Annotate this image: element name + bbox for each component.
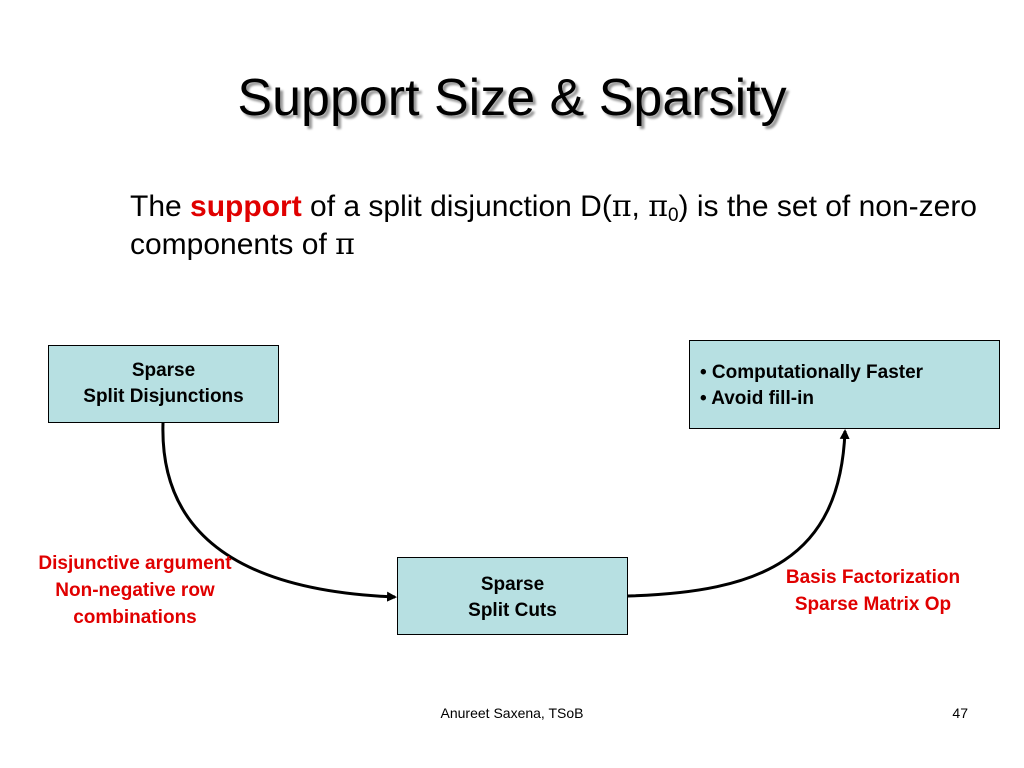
box-sparse-split-cuts: Sparse Split Cuts (397, 557, 628, 635)
label-basis-factorization: Basis Factorization Sparse Matrix Op (758, 564, 988, 618)
box-sparse-split-disjunctions-line2: Split Disjunctions (83, 386, 244, 407)
pi-symbol: π (611, 189, 632, 224)
benefit-item-fill-in: • Avoid fill-in (700, 388, 814, 409)
arrow-cuts-to-benefits (627, 429, 850, 598)
box-sparse-split-cuts-line1: Sparse (480, 574, 545, 595)
box-sparse-split-cuts-line2: Split Cuts (468, 600, 557, 621)
label-disjunctive-argument: Disjunctive argument Non-negative row co… (12, 550, 258, 631)
arrow-disjunctions-to-cuts (161, 422, 397, 602)
benefit-item-faster: • Computationally Faster (700, 362, 924, 383)
definition-text-end: ) is the set of non-zero components of (130, 190, 977, 261)
box-benefits: • Computationally Faster • Avoid fill-in (689, 340, 1000, 429)
label-right-line2: Sparse Matrix Op (794, 594, 952, 615)
footer-author: Anureet Saxena, TSoB (440, 705, 584, 721)
label-left-line1: Disjunctive argument (38, 553, 232, 574)
label-left-line3: combinations (73, 607, 197, 628)
pi0-subscript: 0 (667, 205, 679, 226)
definition-text-start: The (130, 190, 191, 223)
page-number: 47 (952, 705, 968, 721)
label-right-line1: Basis Factorization (785, 567, 961, 588)
support-definition: The support of a split disjunction D(π, … (130, 188, 990, 264)
pi0-symbol: π (648, 189, 668, 224)
box-sparse-split-disjunctions: Sparse Split Disjunctions (48, 345, 279, 423)
slide-title: Support Size & Sparsity (237, 69, 787, 127)
definition-comma: , (631, 190, 649, 223)
box-sparse-split-disjunctions-line1: Sparse (131, 360, 196, 381)
label-left-line2: Non-negative row (55, 580, 215, 601)
definition-text-middle: of a split disjunction D( (301, 190, 612, 223)
pi-symbol-end: π (335, 227, 355, 262)
support-term: support (190, 190, 302, 223)
